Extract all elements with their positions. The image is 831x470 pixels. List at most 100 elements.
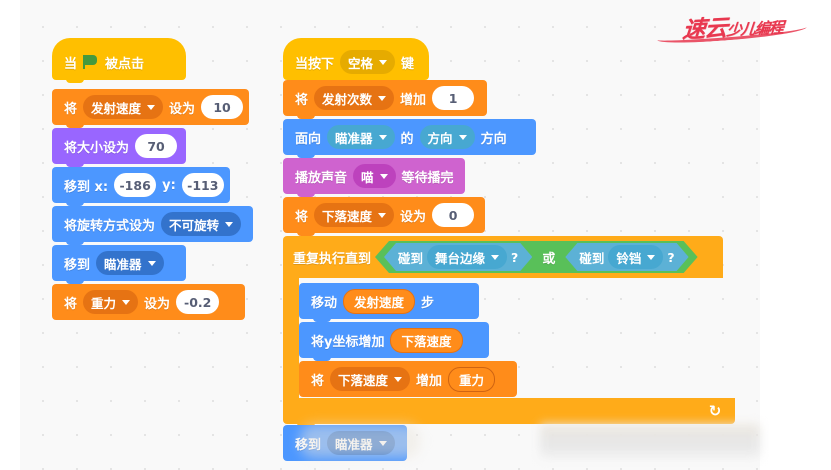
by-label: 增加: [400, 92, 427, 108]
block-go-to-sprite-left[interactable]: 移到 瞄准器: [52, 245, 186, 284]
block-move-steps[interactable]: 移动 发射速度 步: [299, 283, 479, 322]
value-input-size[interactable]: 70: [135, 134, 178, 158]
touching-target-dropdown-bell[interactable]: 铃铛: [608, 245, 663, 269]
repeat-until-left-arm: [283, 278, 299, 398]
variable-dropdown-label: 下落速度: [322, 208, 373, 224]
repeat-until-footer[interactable]: ↻: [283, 398, 735, 427]
point-property-value: 方向: [427, 130, 453, 146]
chevron-down-icon: [147, 260, 156, 266]
goto-y-label: y:: [162, 177, 176, 193]
blurred-region-left: [300, 424, 420, 458]
when-key-pre-label: 当按下: [295, 56, 335, 72]
value-input-shot-count[interactable]: 1: [432, 86, 475, 110]
blurred-region: [540, 424, 760, 458]
block-when-key-pressed[interactable]: 当按下 空格 键: [283, 38, 429, 83]
value-input-launch-speed[interactable]: 10: [201, 95, 244, 119]
repeat-until-label: 重复执行直到: [293, 251, 372, 267]
condition-touching-edge[interactable]: 碰到 舞台边缘 ?: [384, 243, 532, 271]
point-property-dropdown[interactable]: 方向: [419, 125, 475, 149]
point-target-dropdown[interactable]: 瞄准器: [327, 125, 395, 149]
chevron-down-icon: [458, 134, 467, 140]
block-go-to-xy[interactable]: 移到 x: -186 y: -113: [52, 167, 230, 206]
variable-reporter-launch-speed[interactable]: 发射速度: [343, 288, 416, 314]
variable-dropdown-launch-speed[interactable]: 发射速度: [83, 95, 164, 119]
chevron-down-icon: [379, 173, 388, 179]
variable-dropdown-fall-speed[interactable]: 下落速度: [314, 203, 395, 227]
key-dropdown-value: 空格: [348, 55, 374, 71]
touching-target-dropdown-edge[interactable]: 舞台边缘: [427, 245, 507, 269]
touching-label: 碰到: [398, 250, 424, 266]
key-dropdown[interactable]: 空格: [340, 50, 396, 74]
variable-dropdown-fall-speed-2[interactable]: 下落速度: [330, 367, 411, 391]
variable-reporter-fall-speed[interactable]: 下落速度: [390, 327, 463, 353]
variable-dropdown-label: 发射次数: [322, 91, 373, 107]
block-repeat-until[interactable]: 重复执行直到 碰到 舞台边缘 ? 或 碰到 铃铛: [283, 236, 735, 427]
variable-reporter-label: 下落速度: [401, 333, 452, 349]
value-input-x[interactable]: -186: [114, 173, 157, 197]
rotation-style-label: 将旋转方式设为: [64, 218, 156, 234]
variable-reporter-label: 重力: [459, 372, 485, 388]
sound-dropdown[interactable]: 喵: [353, 164, 396, 188]
chevron-down-icon: [225, 221, 234, 227]
repeat-until-header[interactable]: 重复执行直到 碰到 舞台边缘 ? 或 碰到 铃铛: [283, 236, 723, 278]
change-y-label: 将y坐标增加: [311, 334, 385, 350]
chevron-down-icon: [147, 104, 156, 110]
block-set-size-to[interactable]: 将大小设为 70: [52, 128, 186, 167]
loop-arrow-icon: ↻: [708, 402, 722, 420]
touching-target-value: 铃铛: [616, 250, 642, 266]
set-size-label: 将大小设为: [64, 140, 130, 156]
chevron-down-icon: [491, 255, 499, 260]
of-label: 的: [400, 131, 414, 147]
block-change-variable-fall-speed[interactable]: 将 下落速度 增加 重力: [299, 361, 517, 397]
block-change-y-by[interactable]: 将y坐标增加 下落速度: [299, 322, 489, 361]
chevron-down-icon: [379, 59, 388, 65]
operator-or[interactable]: 碰到 舞台边缘 ? 或 碰到 铃铛 ?: [375, 241, 698, 273]
block-set-variable-launch-speed[interactable]: 将 发射速度 设为 10: [52, 89, 249, 128]
variable-dropdown-label: 发射速度: [91, 100, 142, 116]
goto-sprite-value: 瞄准器: [104, 256, 142, 272]
to-label: 设为: [169, 101, 196, 117]
block-point-towards-direction[interactable]: 面向 瞄准器 的 方向 方向: [283, 119, 536, 158]
goto-x-label: 移到 x:: [64, 179, 109, 195]
block-when-flag-clicked[interactable]: 当 被点击: [52, 38, 186, 83]
change-label: 将: [311, 373, 325, 389]
set-label: 将: [64, 101, 78, 117]
set-label: 将: [64, 296, 78, 312]
variable-dropdown-gravity[interactable]: 重力: [83, 290, 139, 314]
condition-touching-bell[interactable]: 碰到 铃铛 ?: [565, 243, 688, 271]
chevron-down-icon: [378, 212, 387, 218]
block-set-variable-fall-speed[interactable]: 将 下落速度 设为 0: [283, 197, 485, 236]
set-label: 将: [295, 209, 309, 225]
chevron-down-icon: [647, 255, 655, 260]
value-input-fall-speed[interactable]: 0: [432, 203, 475, 227]
by-label: 增加: [416, 373, 443, 389]
move-label: 移动: [311, 295, 338, 311]
value-input-y[interactable]: -113: [181, 173, 224, 197]
block-set-variable-gravity[interactable]: 将 重力 设为 -0.2: [52, 284, 245, 320]
chevron-down-icon: [378, 134, 387, 140]
when-key-post-label: 键: [401, 56, 415, 72]
variable-reporter-gravity[interactable]: 重力: [448, 366, 496, 392]
goto-sprite-dropdown[interactable]: 瞄准器: [96, 251, 164, 275]
touching-target-value: 舞台边缘: [435, 250, 486, 266]
block-set-rotation-style[interactable]: 将旋转方式设为 不可旋转: [52, 206, 253, 245]
variable-reporter-label: 发射速度: [354, 294, 405, 310]
variable-dropdown-shot-count[interactable]: 发射次数: [314, 86, 395, 110]
value-input-gravity[interactable]: -0.2: [176, 290, 220, 314]
chevron-down-icon: [378, 95, 387, 101]
point-towards-label: 面向: [295, 131, 322, 147]
play-sound-label: 播放声音: [295, 170, 348, 186]
to-label: 设为: [400, 209, 427, 225]
block-play-sound-until-done[interactable]: 播放声音 喵 等待播完: [283, 158, 465, 197]
variable-dropdown-label: 重力: [91, 295, 117, 311]
chevron-down-icon: [394, 376, 403, 382]
until-done-label: 等待播完: [401, 170, 454, 186]
to-label: 设为: [144, 296, 171, 312]
point-target-value: 瞄准器: [335, 130, 373, 146]
steps-label: 步: [421, 295, 435, 311]
block-change-variable-shot-count[interactable]: 将 发射次数 增加 1: [283, 80, 487, 119]
rotation-style-dropdown[interactable]: 不可旋转: [161, 212, 242, 236]
question-mark-label: ?: [511, 249, 519, 265]
chevron-down-icon: [122, 299, 131, 305]
